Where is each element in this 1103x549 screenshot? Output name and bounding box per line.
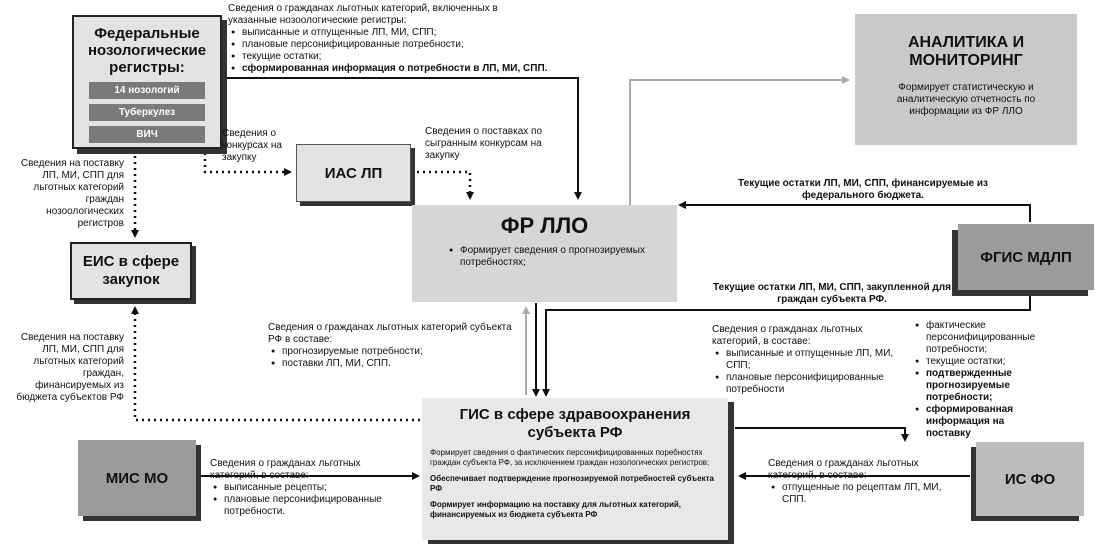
- label-right-list: фактические персонифицированные потребно…: [912, 320, 1035, 440]
- label-isfo-to-gis: Сведения о гражданах льготных категорий,…: [768, 458, 958, 506]
- label-gis-to-frllo-intro: Сведения о гражданах льготных категорий …: [268, 322, 512, 345]
- register-chip-hiv: ВИЧ: [89, 126, 205, 143]
- label-top-intro: Сведения о гражданах льготных категорий,…: [228, 3, 498, 26]
- label-postavki: Сведения о поставках по сыгранным конкур…: [425, 126, 543, 161]
- eis-box: ЕИС в сфере закупок: [70, 242, 192, 300]
- arrow-fgis-to-gis: [542, 290, 1031, 397]
- label-gis-to-frllo: Сведения о гражданах льготных категорий …: [268, 322, 518, 370]
- fed-registers-title: Федеральные нозологические регистры:: [87, 25, 207, 76]
- fgis-mdlp-box: ФГИС МДЛП: [958, 224, 1094, 290]
- ias-lp-box: ИАС ЛП: [296, 144, 411, 202]
- gis-text-3: Формирует информацию на поставку для льг…: [430, 500, 682, 519]
- label-top-item: плановые персонифицированные потребности…: [231, 39, 548, 51]
- is-fo-title: ИС ФО: [1004, 470, 1056, 488]
- label-right-item: фактические персонифицированные потребно…: [915, 320, 1035, 356]
- label-right-item-bold: сформированная информация на поставку: [915, 404, 1032, 440]
- label-isfo-item: отпущенные по рецептам ЛП, МИ, СПП.: [771, 482, 958, 506]
- arrow-gis-to-isfo: [735, 427, 909, 442]
- label-mis-item: плановые персонифицированные потребности…: [213, 494, 410, 518]
- gis-text-1: Формирует сведения о фактических персони…: [430, 448, 710, 467]
- label-gis-to-frllo-item: прогнозируемые потребности;: [271, 346, 518, 358]
- label-isfo-intro: Сведения о гражданах льготных категорий,…: [768, 458, 919, 481]
- analytics-text: Формирует статистическую и аналитическую…: [896, 82, 1036, 117]
- mis-mo-box: МИС МО: [78, 440, 196, 516]
- label-frllo-to-gis-item: плановые персонифицированные потребности: [715, 372, 902, 396]
- analytics-box: АНАЛИТИКА И МОНИТОРИНГ Формирует статист…: [855, 14, 1077, 145]
- analytics-title: АНАЛИТИКА И МОНИТОРИНГ: [907, 34, 1025, 69]
- label-mis-item: выписанные рецепты;: [213, 482, 410, 494]
- label-right-item: текущие остатки;: [915, 356, 1032, 368]
- fed-registers-box: Федеральные нозологические регистры: 14 …: [72, 15, 222, 149]
- fr-llo-title: ФР ЛЛО: [500, 213, 589, 238]
- label-gis-to-frllo-item: поставки ЛП, МИ, СПП.: [271, 358, 518, 370]
- mis-mo-title: МИС МО: [105, 469, 169, 487]
- label-mis-intro: Сведения о гражданах льготных категорий,…: [210, 458, 361, 481]
- gis-box: ГИС в сфере здравоохранения субъекта РФ …: [422, 398, 728, 540]
- ias-lp-title: ИАС ЛП: [324, 164, 383, 182]
- fr-llo-bullet: Формирует сведения о прогнозируемых потр…: [449, 245, 653, 269]
- label-eis-supply-reg: Сведения на поставку ЛП, МИ, СПП для льг…: [16, 332, 124, 403]
- label-konkursy: Сведения о конкурсах на закупку: [222, 128, 282, 163]
- is-fo-box: ИС ФО: [976, 442, 1084, 516]
- label-top-item: текущие остатки;: [231, 51, 548, 63]
- label-mis-to-gis: Сведения о гражданах льготных категорий,…: [210, 458, 410, 518]
- fr-llo-box: ФР ЛЛО Формирует сведения о прогнозируем…: [412, 205, 677, 302]
- label-top-item: выписанные и отпущенные ЛП, МИ, СПП;: [231, 27, 548, 39]
- eis-title: ЕИС в сфере закупок: [82, 253, 180, 288]
- gis-title: ГИС в сфере здравоохранения субъекта РФ: [459, 406, 691, 441]
- register-chip-tb: Туберкулез: [89, 104, 205, 121]
- label-top-item-bold: сформированная информация о потребности …: [231, 63, 548, 75]
- arrow-fgis-to-frllo: [678, 201, 1031, 222]
- fgis-mdlp-title: ФГИС МДЛП: [980, 248, 1072, 266]
- register-chip-14: 14 нозологий: [89, 82, 205, 99]
- arrow-to-ias-dotted: [203, 147, 292, 176]
- label-ostatki-reg: Текущие остатки ЛП, МИ, СПП, закупленной…: [713, 282, 951, 305]
- label-frllo-to-gis-item: выписанные и отпущенные ЛП, МИ, СПП;: [715, 348, 902, 372]
- label-top-registers: Сведения о гражданах льготных категорий,…: [228, 3, 548, 75]
- label-ostatki-fed: Текущие остатки ЛП, МИ, СПП, финансируем…: [738, 178, 988, 201]
- label-right-item-bold: подтвержденные прогнозируемые потребност…: [915, 368, 1032, 404]
- arrow-frllo-to-analytics: [629, 76, 850, 205]
- gis-text-2: Обеспечивает подтверждение прогнозируемо…: [430, 474, 714, 493]
- arrow-fedreg-to-frllo: [218, 77, 582, 200]
- label-frllo-to-gis: Сведения о гражданах льготных категорий,…: [712, 324, 902, 396]
- arrow-ias-to-frllo-dotted: [411, 170, 474, 200]
- label-frllo-to-gis-intro: Сведения о гражданах льготных категорий,…: [712, 324, 863, 347]
- label-eis-supply-fed: Сведения на поставку ЛП, МИ, СПП для льг…: [20, 158, 124, 229]
